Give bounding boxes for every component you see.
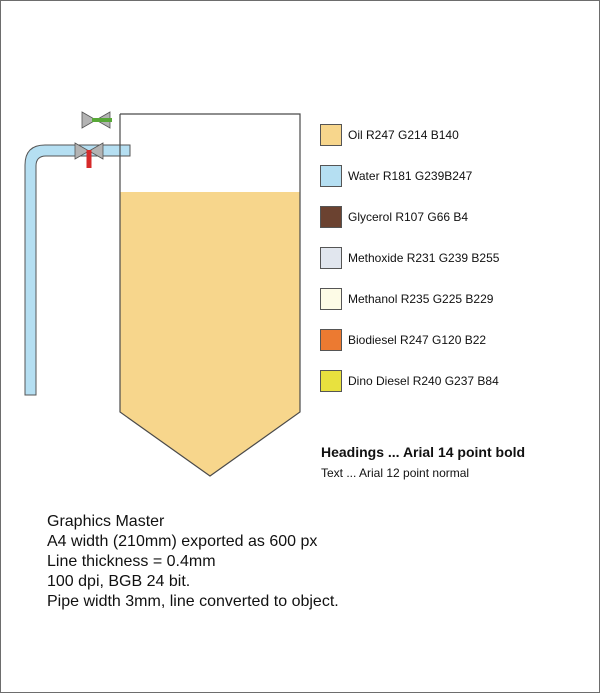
water-pipe — [24, 144, 131, 396]
legend-label: Water R181 G239B247 — [348, 169, 473, 183]
legend-item: Glycerol R107 G66 B4 — [320, 206, 590, 247]
legend-label: Oil R247 G214 B140 — [348, 128, 459, 142]
legend-label: Methanol R235 G225 B229 — [348, 292, 494, 306]
legend-label: Glycerol R107 G66 B4 — [348, 210, 469, 224]
legend-label: Biodiesel R247 G120 B22 — [348, 333, 487, 347]
note-line: Pipe width 3mm, line converted to object… — [47, 593, 339, 610]
legend-label: Dino Diesel R240 G237 B84 — [348, 374, 499, 388]
color-swatch — [320, 165, 342, 187]
color-swatch — [320, 329, 342, 351]
legend-item: Methoxide R231 G239 B255 — [320, 247, 590, 288]
valve-bottom-icon[interactable] — [74, 142, 104, 168]
color-swatch — [320, 206, 342, 228]
graphics-notes: Graphics Master A4 width (210mm) exporte… — [47, 512, 339, 612]
heading-style-note: Headings ... Arial 14 point bold — [321, 444, 526, 460]
note-line: Graphics Master — [47, 513, 165, 530]
legend-item: Dino Diesel R240 G237 B84 — [320, 370, 590, 411]
color-swatch — [320, 370, 342, 392]
note-line: Line thickness = 0.4mm — [47, 553, 216, 570]
color-swatch — [320, 124, 342, 146]
color-swatch — [320, 288, 342, 310]
note-line: 100 dpi, BGB 24 bit. — [47, 573, 191, 590]
legend-label: Methoxide R231 G239 B255 — [348, 251, 500, 265]
text-style-note: Text ... Arial 12 point normal — [321, 466, 470, 480]
note-line: A4 width (210mm) exported as 600 px — [47, 533, 318, 550]
tank-oil-fill — [120, 192, 300, 476]
legend-item: Water R181 G239B247 — [320, 165, 590, 206]
tank-outline — [119, 113, 301, 477]
legend-item: Biodiesel R247 G120 B22 — [320, 329, 590, 370]
legend-item: Oil R247 G214 B140 — [320, 124, 590, 165]
color-swatch — [320, 247, 342, 269]
legend-item: Methanol R235 G225 B229 — [320, 288, 590, 329]
valve-top-icon[interactable] — [81, 111, 112, 129]
